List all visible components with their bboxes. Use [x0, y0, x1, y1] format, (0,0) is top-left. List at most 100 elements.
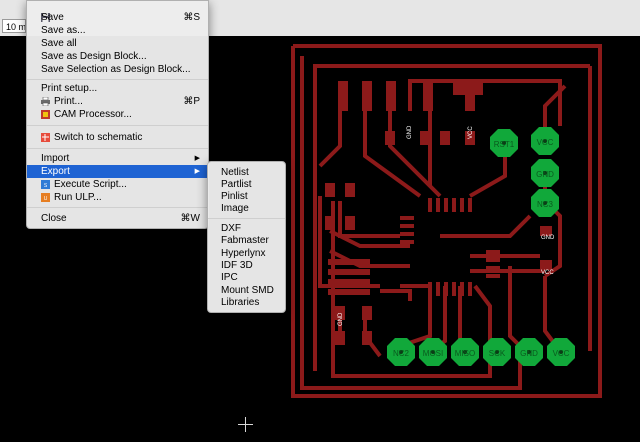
trace-o — [329, 229, 410, 248]
svg-text:U: U — [44, 196, 48, 202]
part-labels: GND VCC GND VCC GND — [338, 125, 555, 326]
export-item-mount-smd[interactable]: Mount SMD — [221, 285, 274, 296]
menu-item-switch-to-schematic[interactable]: Switch to schematic — [27, 131, 208, 144]
pad-label: VCC — [553, 349, 570, 358]
menu-item-close[interactable]: Close ⌘W — [41, 213, 200, 224]
pad-vcc-top: VCC — [531, 127, 559, 155]
board-outline-trace — [291, 44, 602, 398]
ic-pin — [444, 282, 448, 296]
smd-pads — [325, 81, 552, 345]
ic-pins — [400, 198, 500, 296]
ic-pin — [400, 216, 414, 220]
export-item-dxf[interactable]: DXF — [221, 223, 241, 234]
smd-pad — [335, 306, 345, 320]
trace-y — [380, 289, 412, 301]
board-canvas[interactable]: RST1 VCC GND NC3 NC2 — [0, 36, 640, 442]
trace-p — [329, 249, 410, 268]
trace-c — [388, 106, 442, 198]
export-item-libraries[interactable]: Libraries — [221, 297, 260, 308]
menu-item-import[interactable]: Import ▶ — [41, 153, 200, 164]
menu-separator — [27, 125, 208, 126]
smd-pad — [362, 306, 372, 320]
pad-label: MISO — [455, 349, 475, 358]
printer-icon — [41, 96, 50, 107]
pad-mosi: MOSI — [419, 338, 447, 366]
smd-pad — [345, 216, 355, 230]
pad-nc2: NC2 — [387, 338, 415, 366]
menu-item-save[interactable]: Save ⌘S — [41, 12, 200, 23]
menu-item-save-all[interactable]: Save all — [41, 38, 77, 49]
smd-pad — [345, 183, 355, 197]
ic-pin — [444, 198, 448, 212]
ulp-icon: U — [41, 193, 50, 202]
left-outer-trace — [313, 64, 590, 371]
bottom-trace — [300, 56, 522, 390]
menu-item-save-selection-as-design-block[interactable]: Save Selection as Design Block... — [41, 64, 191, 75]
pad-miso: MISO — [451, 338, 479, 366]
ic-pin — [428, 198, 432, 212]
smd-pad — [465, 81, 475, 111]
ic-pin — [486, 274, 500, 278]
pad-label: GND — [536, 170, 554, 179]
pad-label: SCK — [489, 349, 506, 358]
ic-pin — [436, 198, 440, 212]
pad-label: NC3 — [537, 200, 554, 209]
menu-item-execute-script[interactable]: S Execute Script... — [27, 178, 208, 191]
export-item-fabmaster[interactable]: Fabmaster — [221, 235, 269, 246]
export-item-idf-3d[interactable]: IDF 3D — [221, 260, 253, 271]
smd-pad — [325, 183, 335, 197]
smd-pad — [325, 216, 335, 230]
pad-rst1: RST1 — [490, 129, 518, 157]
trace-m — [318, 196, 380, 288]
menu-item-print-setup[interactable]: Print setup... — [41, 83, 98, 94]
menu-item-export[interactable]: Export ▶ — [27, 165, 208, 178]
pad-nc3: NC3 — [531, 189, 559, 217]
crosshair-cursor — [238, 417, 253, 432]
menu-separator — [27, 207, 208, 208]
trace-a — [318, 106, 342, 168]
pad-vcc-bottom: VCC — [547, 338, 575, 366]
export-item-netlist[interactable]: Netlist — [221, 167, 249, 178]
ic-pin — [486, 258, 500, 262]
submenu-arrow-icon: ▶ — [194, 155, 200, 162]
submenu-arrow-icon: ▶ — [194, 168, 200, 175]
smd-pad — [362, 331, 372, 345]
export-item-partlist[interactable]: Partlist — [221, 179, 252, 190]
export-item-image[interactable]: Image — [221, 203, 249, 214]
smd-pad — [465, 131, 475, 145]
menu-item-save-as-design-block[interactable]: Save as Design Block... — [41, 51, 147, 62]
ic-pin — [486, 266, 500, 270]
ic-pin — [460, 282, 464, 296]
export-item-hyperlynx[interactable]: Hyperlynx — [221, 248, 266, 259]
pad-label: RST1 — [494, 140, 515, 149]
trace-j — [440, 214, 532, 238]
smd-pad — [335, 331, 345, 345]
menu-item-cam-processor[interactable]: CAM Processor... — [27, 108, 208, 121]
smd-pad — [420, 131, 430, 145]
menu-separator — [27, 79, 208, 80]
menu-separator — [27, 148, 208, 149]
schematic-icon — [41, 133, 50, 142]
ic-pin — [468, 198, 472, 212]
export-item-ipc[interactable]: IPC — [221, 272, 238, 283]
cam-icon — [41, 110, 50, 119]
menu-item-print[interactable]: Print... ⌘P — [27, 95, 208, 108]
menu-item-run-ulp[interactable]: U Run ULP... — [27, 191, 208, 204]
smd-pad — [385, 131, 395, 145]
pad-label: GND — [520, 349, 538, 358]
ic-pin — [400, 224, 414, 228]
part-label: VCC — [541, 270, 554, 276]
trace-g — [543, 84, 567, 136]
smd-pad — [423, 81, 433, 111]
trace-d — [408, 79, 562, 126]
export-submenu: Netlist Partlist Pinlist Image DXF Fabma… — [207, 161, 286, 313]
pad-gnd-bottom: GND — [515, 338, 543, 366]
pad-label: VCC — [537, 138, 554, 147]
smd-pad — [362, 81, 372, 111]
pad-label: MOSI — [423, 349, 443, 358]
smd-pad — [328, 259, 370, 265]
zoom-field[interactable]: 10 mil — [2, 19, 26, 33]
menu-item-save-as[interactable]: Save as... — [41, 25, 86, 36]
pad-gnd-top: GND — [531, 159, 559, 187]
export-item-pinlist[interactable]: Pinlist — [221, 191, 248, 202]
